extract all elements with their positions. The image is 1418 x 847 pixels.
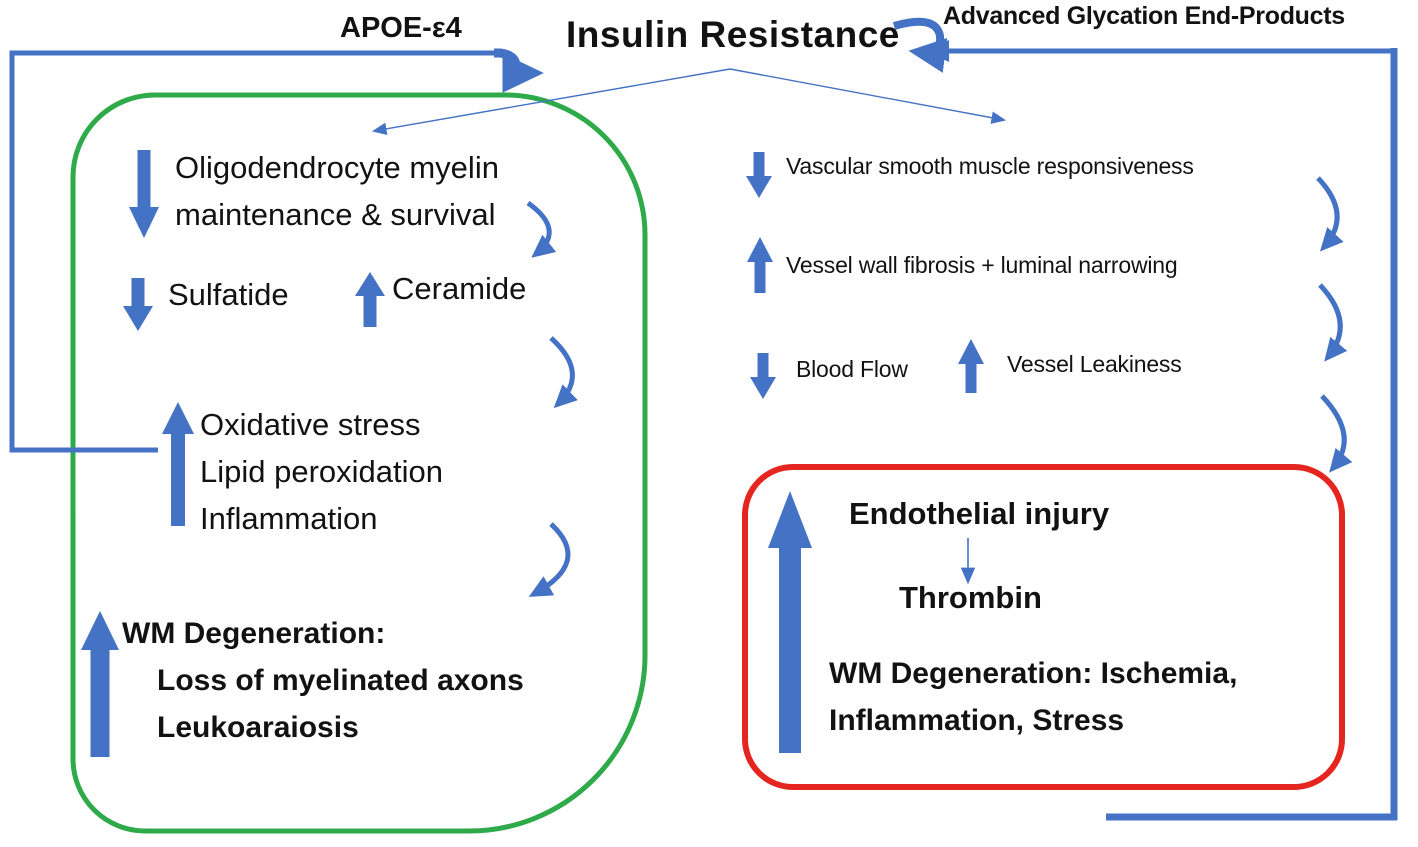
vascular-cascade-arc-1	[1316, 176, 1344, 252]
increase-arrow-wm-degeneration-left	[81, 611, 119, 757]
age-label: Advanced Glycation End-Products	[943, 2, 1345, 30]
vessel-leakiness-label: Vessel Leakiness	[1007, 351, 1182, 377]
oxidative-stress-label: Oxidative stress Lipid peroxidation Infl…	[200, 401, 443, 542]
wm-right-line2: Inflammation, Stress	[829, 704, 1125, 737]
wm-right-line1: WM Degeneration: Ischemia,	[829, 657, 1238, 690]
wm-left-line2: Loss of myelinated axons	[157, 664, 524, 697]
sulfatide-label: Sulfatide	[168, 277, 289, 312]
branch-to-vascular-arrow	[729, 68, 1007, 124]
myelin-cascade-arc-1	[526, 200, 557, 258]
oxidative-stress-line3: Inflammation	[200, 501, 378, 536]
increase-arrow-vessel-leakiness	[958, 339, 984, 393]
decrease-arrow-blood-flow	[750, 353, 776, 399]
myelin-pathway-box	[70, 92, 648, 834]
decrease-arrow-smooth-muscle	[746, 152, 772, 198]
injury-outcome-box	[742, 464, 1345, 790]
oligodendrocyte-line2: maintenance & survival	[175, 197, 496, 232]
ceramide-label: Ceramide	[392, 271, 527, 306]
increase-arrow-fibrosis	[747, 237, 773, 293]
oligodendrocyte-line1: Oligodendrocyte myelin	[175, 150, 499, 185]
vascular-cascade-arc-2	[1318, 283, 1348, 362]
vascular-cascade-arc-3	[1320, 394, 1353, 473]
apoe-label: APOE-ε4	[340, 12, 462, 44]
wm-degeneration-right-label: WM Degeneration: Ischemia, Inflammation,…	[829, 650, 1237, 744]
increase-arrow-wm-degeneration-right	[768, 491, 812, 753]
insulin-hook-arrow	[892, 17, 948, 73]
wm-degeneration-left-label: WM Degeneration: Loss of myelinated axon…	[122, 610, 524, 751]
myelin-cascade-arc-3	[528, 522, 571, 597]
insulin-resistance-title: Insulin Resistance	[566, 14, 900, 55]
decrease-arrow-oligodendrocyte	[129, 150, 159, 238]
thrombin-label: Thrombin	[899, 580, 1042, 615]
fibrosis-label: Vessel wall fibrosis + luminal narrowing	[786, 252, 1178, 278]
oligodendrocyte-label: Oligodendrocyte myelin maintenance & sur…	[175, 144, 499, 238]
oxidative-stress-line2: Lipid peroxidation	[200, 454, 444, 489]
oxidative-stress-line1: Oxidative stress	[200, 407, 421, 442]
branch-to-myelin-arrow	[371, 68, 731, 136]
wm-left-line3: Leukoaraiosis	[157, 711, 359, 744]
apoe-elbow-arrow	[494, 48, 544, 93]
myelin-cascade-arc-2	[549, 336, 578, 409]
increase-arrow-oxidative-stress	[162, 402, 194, 526]
blood-flow-label: Blood Flow	[796, 356, 908, 382]
left-feedback-line	[9, 50, 497, 453]
increase-arrow-ceramide	[355, 272, 385, 327]
wm-left-line1: WM Degeneration:	[122, 617, 386, 650]
smooth-muscle-label: Vascular smooth muscle responsiveness	[786, 153, 1194, 179]
decrease-arrow-sulfatide	[123, 278, 153, 331]
endothelial-injury-label: Endothelial injury	[849, 496, 1110, 531]
